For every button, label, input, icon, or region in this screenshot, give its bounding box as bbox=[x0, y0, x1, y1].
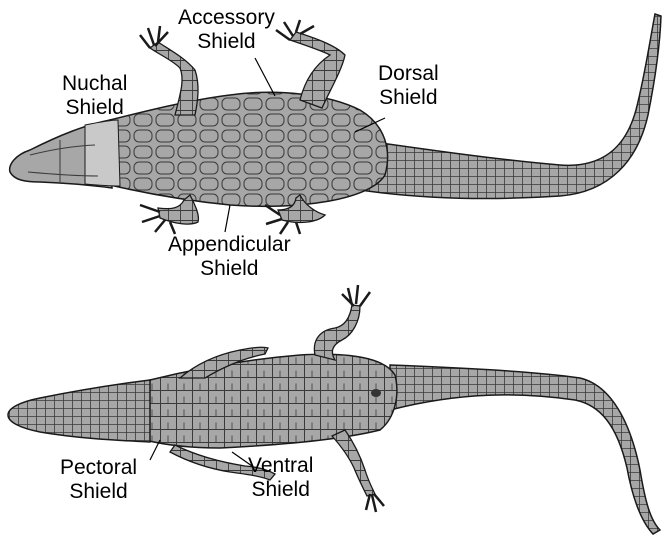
label-pectoral-line2: Shield bbox=[60, 480, 137, 504]
label-nuchal-shield: Nuchal Shield bbox=[62, 72, 127, 120]
ventral-body bbox=[145, 354, 397, 448]
label-ventral-line1: Ventral bbox=[248, 454, 313, 478]
label-accessory-line2: Shield bbox=[178, 30, 275, 54]
ventral-tail bbox=[390, 365, 660, 534]
dorsal-view bbox=[10, 14, 661, 234]
label-dorsal-line2: Shield bbox=[378, 86, 439, 110]
label-pectoral-line1: Pectoral bbox=[60, 456, 137, 480]
ventral-hindlimb-upper bbox=[314, 305, 360, 360]
label-nuchal-line2: Shield bbox=[62, 96, 127, 120]
label-ventral-shield: Ventral Shield bbox=[248, 454, 313, 502]
ventral-head bbox=[8, 380, 150, 442]
label-accessory-line1: Accessory bbox=[178, 6, 275, 30]
dorsal-body bbox=[110, 92, 388, 206]
label-appendicular-line2: Shield bbox=[168, 257, 291, 281]
label-ventral-line2: Shield bbox=[248, 478, 313, 502]
ventral-hindlimb-lower bbox=[332, 430, 375, 496]
label-accessory-shield: Accessory Shield bbox=[178, 6, 275, 54]
label-dorsal-shield: Dorsal Shield bbox=[378, 62, 439, 110]
cloaca-mark bbox=[371, 389, 381, 397]
label-nuchal-line1: Nuchal bbox=[62, 72, 127, 96]
label-pectoral-shield: Pectoral Shield bbox=[60, 456, 137, 504]
label-appendicular-line1: Appendicular bbox=[168, 233, 291, 257]
label-appendicular-shield: Appendicular Shield bbox=[168, 233, 291, 281]
label-dorsal-line1: Dorsal bbox=[378, 62, 439, 86]
